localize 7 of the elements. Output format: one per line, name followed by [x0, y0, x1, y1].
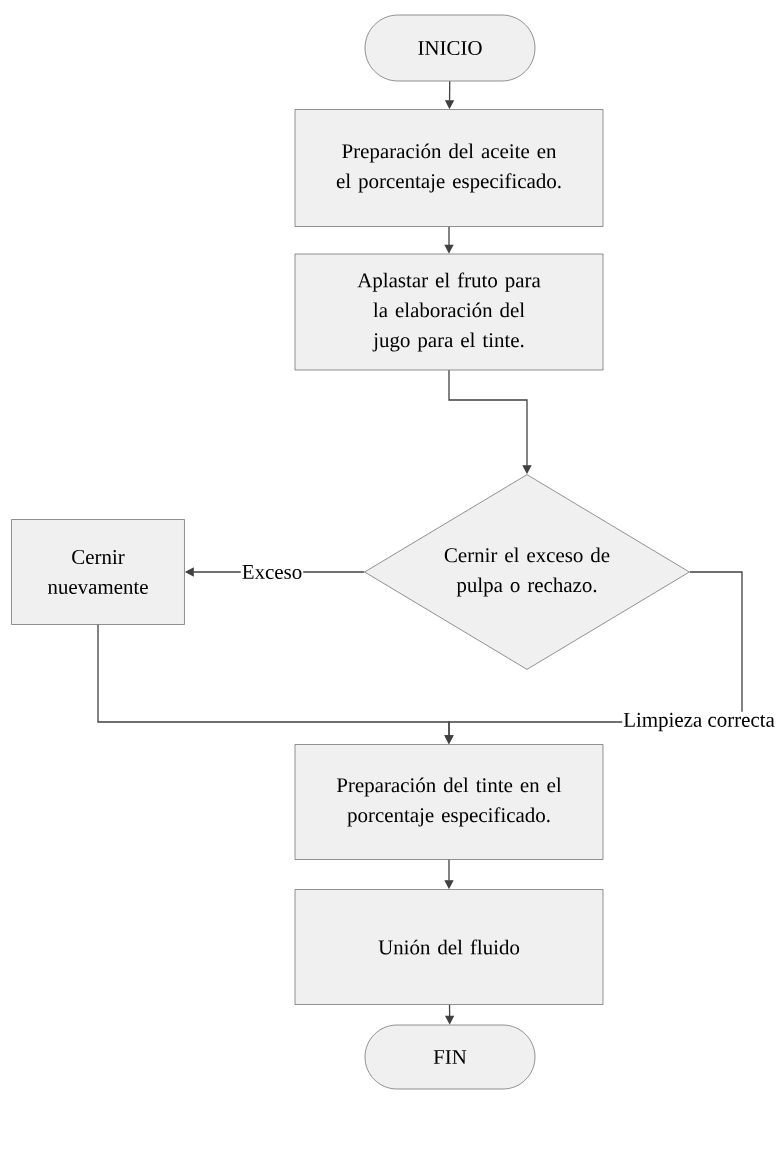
process-box: Unión del fluido	[294, 889, 604, 1005]
process-box: Preparación del tinte en el porcentaje especificado.	[294, 744, 604, 860]
process-box: Preparación del aceite en el porcentaje especificado.	[294, 109, 604, 227]
process-box: Aplastar el fruto para la elaboración del jugo para el tinte.	[294, 253, 604, 371]
edge-label: Limpieza correcta	[622, 711, 776, 733]
edge-label: Exceso	[240, 564, 304, 580]
process-box: Cernir nuevamente	[11, 519, 185, 625]
